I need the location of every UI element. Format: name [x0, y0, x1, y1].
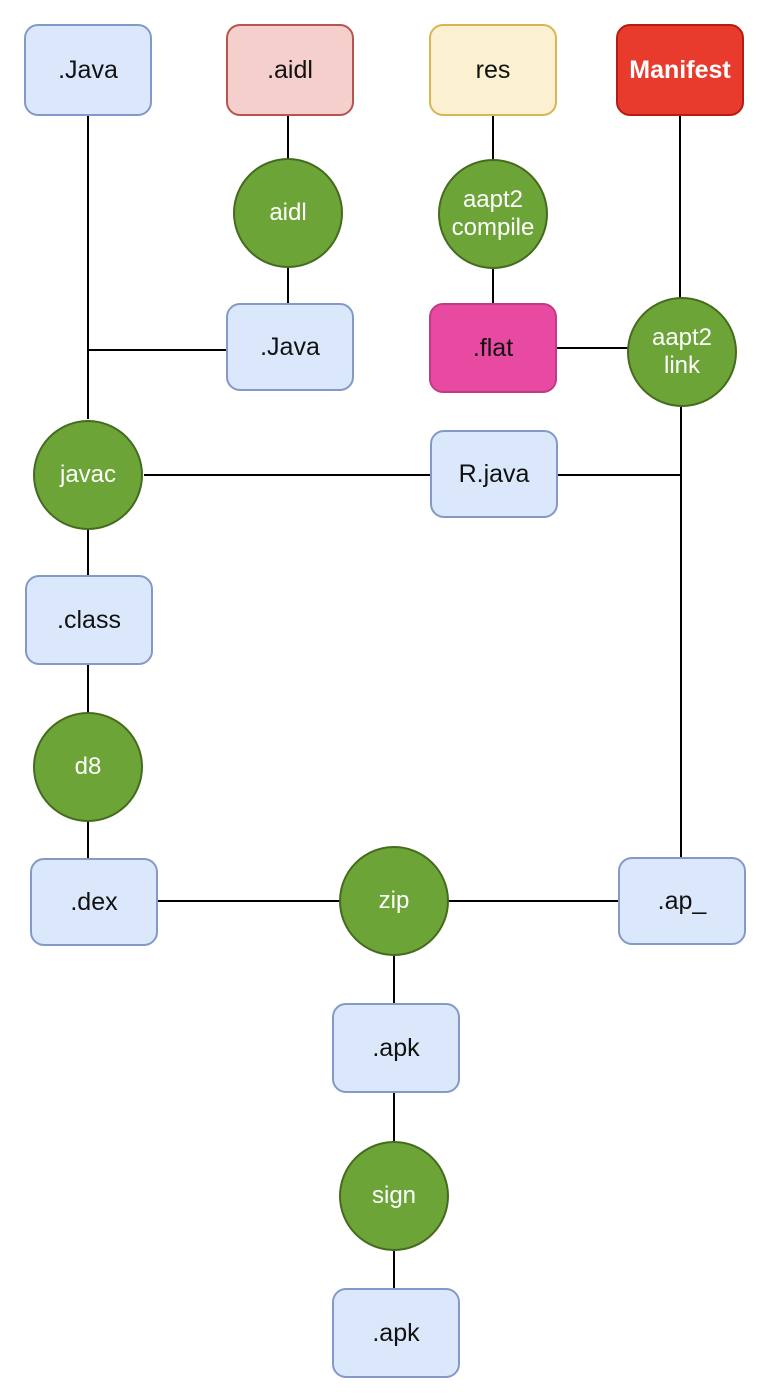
node-aapt2-compile-tool: aapt2 compile — [438, 159, 548, 269]
node-label: javac — [59, 461, 117, 489]
node-label: .Java — [260, 332, 320, 361]
node-javac-tool: javac — [33, 420, 143, 530]
node-zip-tool: zip — [339, 846, 449, 956]
node-signed-apk-file: .apk — [332, 1288, 460, 1378]
node-label: .Java — [58, 55, 118, 84]
node-manifest-file: Manifest — [616, 24, 744, 116]
node-unsigned-apk-file: .apk — [332, 1003, 460, 1093]
node-label: aapt2 compile — [451, 186, 535, 241]
node-generated-java-file: .Java — [226, 303, 354, 391]
node-aapt2-link-tool: aapt2 link — [627, 297, 737, 407]
node-label: .apk — [372, 1318, 420, 1347]
node-label: zip — [378, 887, 410, 915]
node-label: .aidl — [267, 55, 313, 84]
node-label: .ap_ — [657, 886, 707, 915]
node-aidl-file: .aidl — [226, 24, 354, 116]
node-sign-tool: sign — [339, 1141, 449, 1251]
node-label: Manifest — [629, 55, 731, 84]
node-label: .dex — [70, 887, 118, 916]
node-label: .flat — [472, 333, 514, 362]
node-java-source-file: .Java — [24, 24, 152, 116]
node-class-file: .class — [25, 575, 153, 665]
node-label: aapt2 link — [651, 324, 713, 379]
node-label: aidl — [269, 199, 307, 227]
node-r-java-file: R.java — [430, 430, 558, 518]
node-dex-file: .dex — [30, 858, 158, 946]
node-flat-file: .flat — [429, 303, 557, 393]
node-label: .apk — [372, 1033, 420, 1062]
node-label: sign — [371, 1182, 417, 1210]
node-aidl-tool: aidl — [233, 158, 343, 268]
node-label: res — [475, 55, 511, 84]
node-label: d8 — [74, 753, 102, 781]
node-res-directory: res — [429, 24, 557, 116]
node-ap-file: .ap_ — [618, 857, 746, 945]
node-d8-tool: d8 — [33, 712, 143, 822]
node-label: R.java — [458, 459, 530, 488]
node-label: .class — [57, 605, 121, 634]
